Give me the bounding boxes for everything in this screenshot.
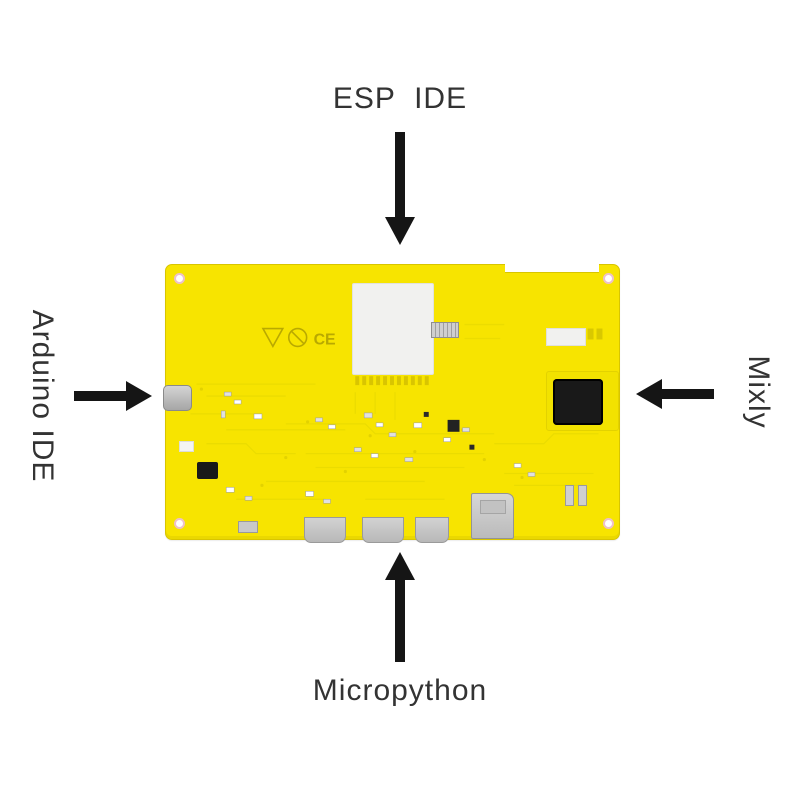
arrow-head: [636, 379, 662, 409]
ce-mark: CE: [314, 331, 336, 348]
sd-card-slot: [471, 493, 514, 539]
circle-mark-icon: [287, 327, 308, 348]
metal-pin: [578, 485, 587, 506]
mounting-hole: [174, 518, 185, 529]
white-component: [546, 328, 586, 346]
metal-pin: [565, 485, 574, 506]
arrow-up-icon: [380, 552, 420, 662]
arrow-left-icon: [636, 379, 714, 409]
arrow-down-icon: [380, 132, 420, 245]
certification-marks: CE: [261, 327, 336, 349]
display-fpc-window: [352, 283, 434, 375]
arrow-shaft: [395, 580, 405, 662]
vias: [199, 387, 524, 487]
small-component: [179, 441, 194, 452]
label-esp-ide: ESP IDE: [332, 82, 468, 115]
bottom-connector: [362, 517, 404, 543]
sd-card-slot-opening: [480, 500, 506, 514]
bottom-connector: [304, 517, 346, 543]
black-component: [197, 462, 218, 479]
esp32-chip: [553, 379, 603, 425]
triangle-mark-icon: [261, 327, 285, 349]
label-mixly: Mixly: [742, 355, 775, 429]
copper-traces: [190, 323, 599, 500]
smd-components: [221, 328, 603, 504]
board-notch: [505, 264, 599, 273]
mounting-hole: [603, 518, 614, 529]
arrow-head: [385, 217, 415, 245]
arrow-shaft: [74, 391, 126, 401]
arrow-shaft: [395, 132, 405, 217]
pcb-board: CE: [163, 264, 620, 543]
label-arduino-ide: Arduino IDE: [26, 309, 59, 483]
bottom-connector: [415, 517, 449, 543]
bottom-connector-small: [238, 521, 258, 533]
arrow-right-icon: [74, 381, 152, 411]
usb-connector: [163, 385, 192, 411]
arrow-shaft: [662, 389, 714, 399]
circle-mark-slash: [291, 330, 305, 344]
arrow-head: [385, 552, 415, 580]
pcb-artwork: CE: [190, 323, 614, 504]
mounting-hole: [174, 273, 185, 284]
fpc-connector: [431, 322, 459, 338]
arrow-head: [126, 381, 152, 411]
mounting-hole: [603, 273, 614, 284]
label-micropython: Micropython: [312, 674, 488, 707]
fpc-pads: [355, 376, 429, 386]
